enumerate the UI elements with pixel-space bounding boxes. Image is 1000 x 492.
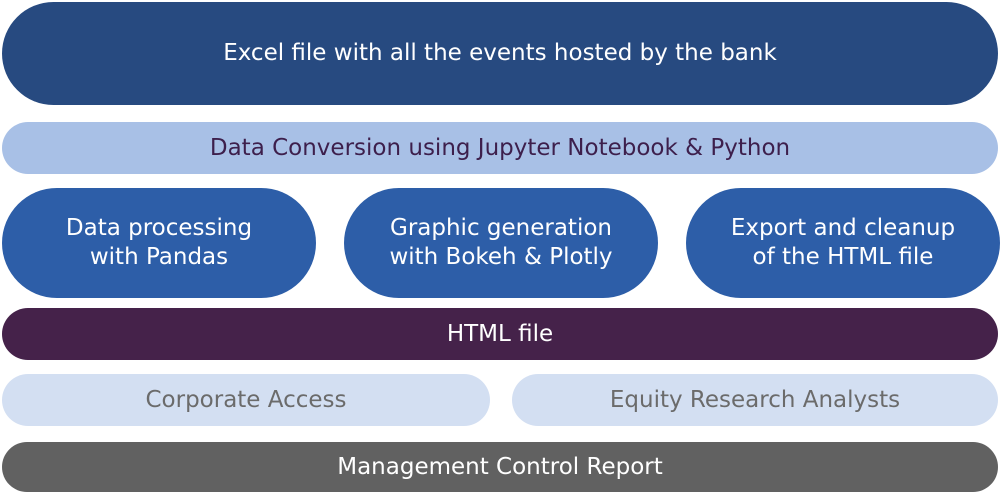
excel-source-block: Excel file with all the events hosted by…	[2, 2, 998, 105]
html-file-block: HTML file	[2, 308, 998, 360]
data-processing-line1: Data processing	[65, 215, 253, 242]
data-processing-line2: with Pandas	[89, 244, 229, 270]
graphic-generation-line1: Graphic generation	[390, 215, 612, 242]
export-cleanup-line2: of the HTML file	[752, 244, 934, 270]
management-report-block: Management Control Report	[2, 442, 998, 492]
graphic-generation-step: Graphic generation with Bokeh & Plotly	[344, 188, 658, 298]
export-cleanup-line1: Export and cleanup	[730, 215, 956, 242]
excel-source-label: Excel file with all the events hosted by…	[223, 40, 777, 67]
html-file-label: HTML file	[446, 320, 554, 347]
corporate-access-block: Corporate Access	[2, 374, 490, 426]
management-report-label: Management Control Report	[337, 453, 663, 480]
corporate-access-label: Corporate Access	[145, 386, 347, 413]
export-cleanup-step: Export and cleanup of the HTML file	[686, 188, 1000, 298]
graphic-generation-line2: with Bokeh & Plotly	[389, 244, 613, 270]
data-conversion-label: Data Conversion using Jupyter Notebook &…	[209, 134, 791, 161]
equity-research-block: Equity Research Analysts	[512, 374, 998, 426]
data-processing-step: Data processing with Pandas	[2, 188, 316, 298]
data-conversion-block: Data Conversion using Jupyter Notebook &…	[2, 122, 998, 174]
equity-research-label: Equity Research Analysts	[609, 386, 901, 413]
